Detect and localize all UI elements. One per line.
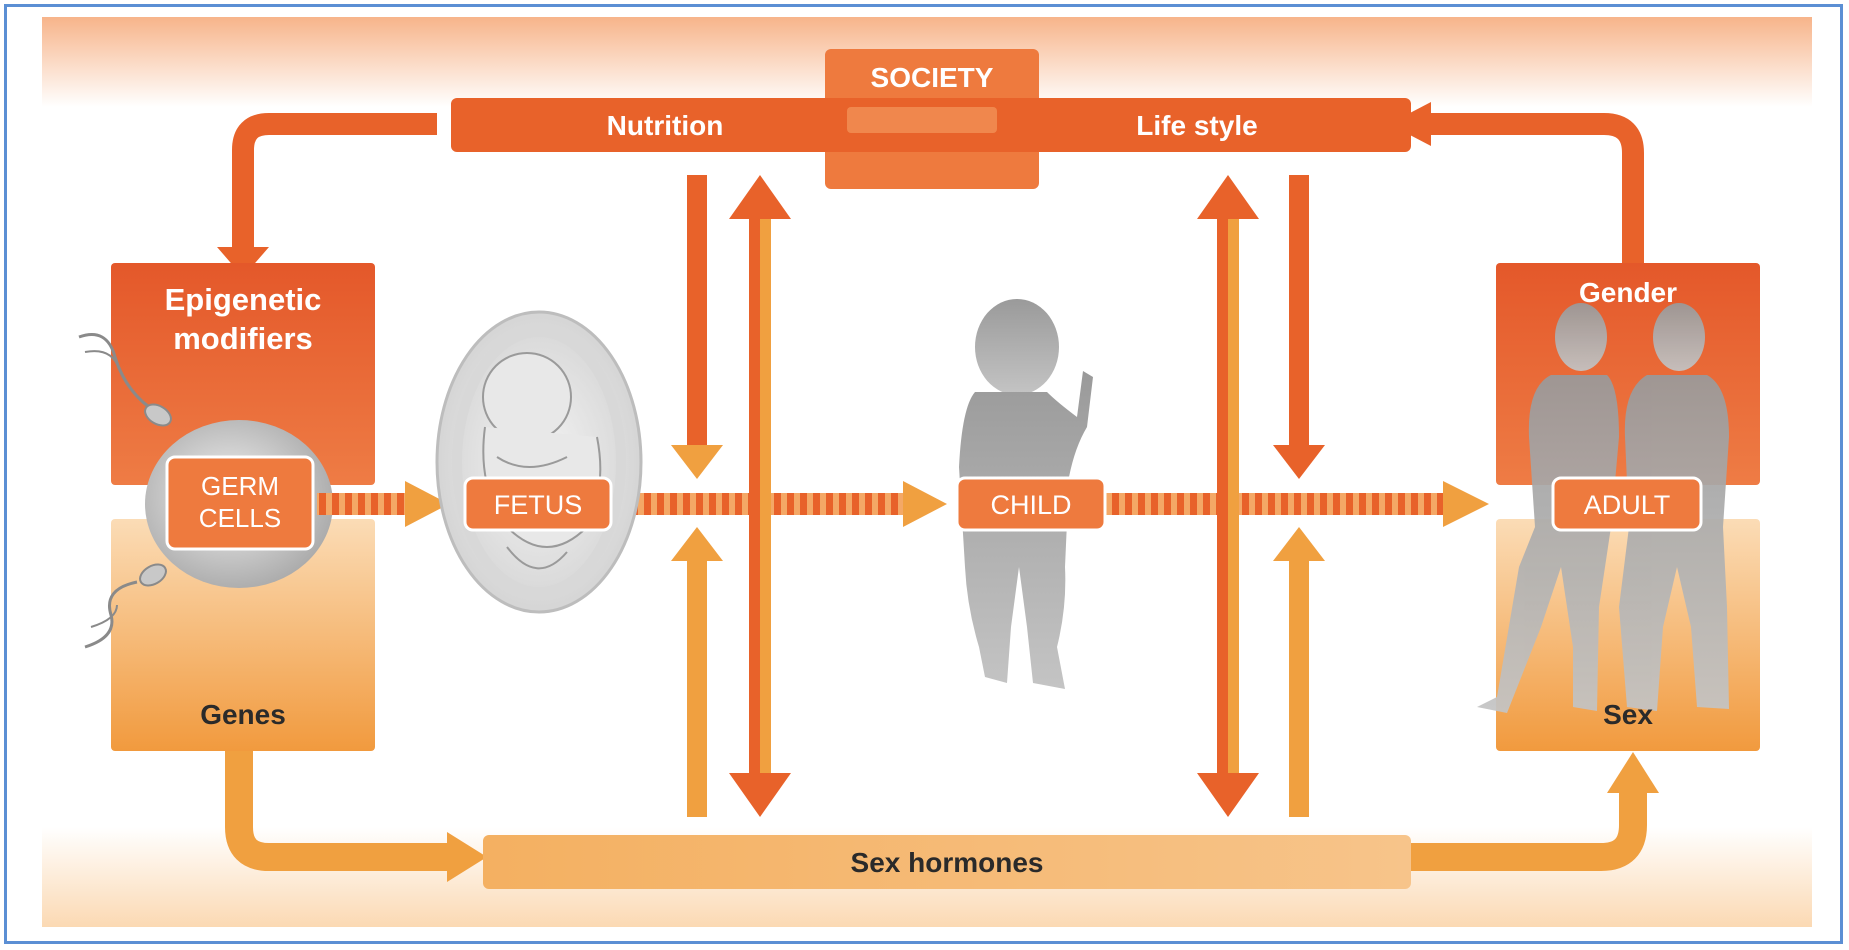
- hormones-sex-arrowhead: [1607, 752, 1659, 793]
- epigenetic-label-line2: modifiers: [173, 321, 313, 356]
- genes-label: Genes: [200, 699, 286, 730]
- hormones-sex-arrow: [1407, 787, 1633, 857]
- arrowhead-to-adult: [1443, 481, 1489, 527]
- adult-label: ADULT: [1584, 490, 1671, 520]
- hormones-up-arrowhead-left: [671, 527, 723, 561]
- society-label: SOCIETY: [871, 62, 994, 93]
- dash-germ-fetus: [317, 493, 405, 515]
- bidir-shaft-left-highlight: [760, 207, 771, 789]
- nutrition-down-arrowhead: [671, 445, 723, 479]
- nutrition-label: Nutrition: [607, 110, 724, 141]
- bidir-down-arrowhead-left: [729, 773, 791, 817]
- figure-frame: Sex hormones SOCIETY Nutrition Life styl…: [4, 4, 1843, 944]
- dash-child-adult: [1103, 493, 1443, 515]
- hormones-up-arrowhead-right: [1273, 527, 1325, 561]
- hormones-up-shaft-left: [687, 555, 707, 817]
- bidir-shaft-right-highlight: [1228, 207, 1239, 789]
- lifestyle-down-arrowhead: [1273, 445, 1325, 479]
- sex-hormones-label: Sex hormones: [851, 847, 1044, 878]
- lifestyle-down-shaft: [1289, 175, 1309, 453]
- arrowhead-to-child: [903, 481, 947, 527]
- loop-arrow-left: [243, 124, 437, 250]
- bidir-up-arrowhead-left: [729, 175, 791, 219]
- bidir-up-arrowhead-right: [1197, 175, 1259, 219]
- epigenetic-label-line1: Epigenetic: [165, 282, 322, 317]
- gender-label: Gender: [1579, 277, 1677, 308]
- society-overlap: [847, 107, 997, 133]
- fetus-label: FETUS: [494, 490, 583, 520]
- fetus-illustration: [437, 312, 641, 612]
- loop-arrow-right: [1427, 124, 1633, 263]
- germ-cells-label-line2: CELLS: [199, 503, 281, 533]
- hormones-up-shaft-right: [1289, 555, 1309, 817]
- sex-label: Sex: [1603, 699, 1653, 730]
- child-label: CHILD: [990, 490, 1071, 520]
- bidir-down-arrowhead-right: [1197, 773, 1259, 817]
- lifestyle-label: Life style: [1136, 110, 1257, 141]
- germ-cells-label-line1: GERM: [201, 471, 279, 501]
- diagram-canvas: Sex hormones SOCIETY Nutrition Life styl…: [7, 7, 1840, 941]
- nutrition-down-shaft: [687, 175, 707, 453]
